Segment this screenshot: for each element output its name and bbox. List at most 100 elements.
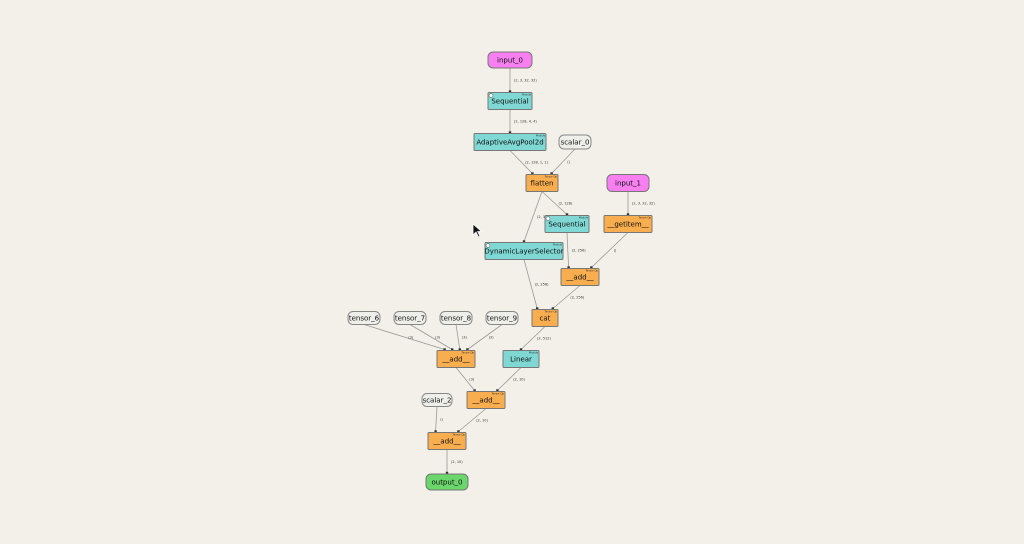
node-output_0[interactable]: output_0	[425, 473, 469, 491]
node-type-tag: Tensor Op	[545, 310, 558, 314]
edge-flatten-seq2: (2, 128)	[541, 191, 573, 216]
edge-getitem-add1: ()	[590, 232, 629, 269]
node-label: __add__	[565, 274, 594, 282]
node-label: scalar_2	[423, 397, 452, 405]
edge-label: (2, 256)	[570, 296, 584, 300]
node-scalar_0[interactable]: scalar_0	[558, 134, 592, 150]
edge-label: (2, 128, 1, 1)	[525, 161, 548, 165]
edge-label: (2, 128, 4, 4)	[514, 120, 537, 124]
node-tensor_8[interactable]: tensor_8	[439, 311, 473, 325]
edge-label: (3)	[489, 336, 495, 340]
edge-label: (3)	[435, 336, 441, 340]
node-type-tag: Tensor Op	[462, 351, 475, 355]
edge-flatten-dls: (2, 128)	[522, 191, 551, 243]
node-type-tag: Module	[553, 243, 563, 247]
edge-label: (2, 128)	[537, 215, 551, 219]
node-input_1[interactable]: input_1	[606, 174, 650, 192]
edge-pool-flatten: (2, 128, 1, 1)	[509, 150, 549, 175]
edge-label: (2, 10)	[513, 378, 525, 382]
edge-label: ()	[440, 418, 443, 422]
node-label: AdaptiveAvgPool2d	[476, 139, 543, 147]
node-label: input_0	[497, 57, 523, 65]
edge-tensor_8-add2: (3)	[455, 324, 467, 351]
node-label: output_0	[431, 479, 462, 487]
node-getitem[interactable]: Tensor Op__getitem__	[603, 215, 653, 233]
node-type-tag: Module	[536, 134, 546, 138]
edge-seq2-add1: (2, 256)	[566, 232, 586, 269]
edge-label: ()	[614, 249, 617, 253]
node-label: __add__	[471, 397, 500, 405]
node-tensor_7[interactable]: tensor_7	[393, 311, 427, 325]
edge-label: (2, 256)	[535, 283, 549, 287]
node-type-tag: Tensor Op	[453, 433, 466, 437]
edge-label: (2, 128)	[559, 202, 573, 206]
edge-cat-linear: (2, 512)	[519, 326, 551, 351]
expand-icon[interactable]	[485, 243, 491, 248]
node-label: input_1	[615, 180, 641, 188]
node-add1[interactable]: Tensor Op__add__	[560, 268, 600, 286]
edge-linear-add3: (2, 10)	[496, 367, 525, 392]
node-label: tensor_9	[487, 315, 517, 323]
mouse-cursor-icon	[472, 223, 483, 238]
node-label: tensor_7	[395, 315, 425, 323]
edge-label: (3)	[408, 336, 414, 340]
edge-label: (3)	[469, 378, 475, 382]
node-input_0[interactable]: input_0	[487, 51, 533, 69]
edge-label: (2, 3, 32, 32)	[514, 78, 537, 82]
node-type-tag: Module	[522, 93, 532, 97]
node-tensor_6[interactable]: tensor_6	[347, 311, 381, 325]
node-label: tensor_8	[441, 315, 471, 323]
node-scalar_2[interactable]: scalar_2	[421, 393, 453, 407]
node-type-tag: Module	[529, 351, 539, 355]
edge-input_1-getitem: (2, 3, 32, 32)	[626, 191, 655, 216]
edge-add2-add3: (3)	[455, 367, 476, 392]
node-add2[interactable]: Tensor Op__add__	[436, 350, 476, 368]
edge-label: (2, 512)	[537, 337, 551, 341]
node-type-tag: Module	[579, 216, 589, 220]
edge-add4-output_0: (2, 10)	[445, 449, 463, 475]
node-label: flatten	[531, 180, 554, 188]
edge-input_0-seq1: (2, 3, 32, 32)	[508, 68, 537, 93]
node-label: scalar_0	[561, 139, 590, 147]
edge-label: ()	[567, 160, 570, 164]
edge-scalar_2-add4: ()	[434, 406, 444, 433]
edge-seq1-pool: (2, 128, 4, 4)	[508, 109, 537, 134]
edge-label: (2, 10)	[476, 419, 488, 423]
edge-label: (2, 3, 32, 32)	[632, 202, 655, 206]
edge-tensor_6-add2: (3)	[363, 324, 446, 351]
edge-add1-cat: (2, 256)	[551, 285, 585, 310]
node-add3[interactable]: Tensor Op__add__	[466, 391, 506, 409]
node-label: __add__	[432, 438, 461, 446]
node-label: __getitem__	[606, 221, 649, 229]
node-label: Sequential	[491, 98, 528, 106]
node-label: __add__	[441, 356, 470, 364]
node-label: Sequential	[548, 221, 585, 229]
node-label: cat	[540, 315, 551, 323]
node-type-tag: Tensor Op	[545, 175, 558, 179]
edge-scalar_0-flatten: ()	[550, 148, 576, 175]
node-add4[interactable]: Tensor Op__add__	[427, 432, 467, 450]
node-type-tag: Tensor Op	[586, 269, 599, 273]
edge-tensor_7-add2: (3)	[409, 324, 454, 351]
expand-icon[interactable]	[488, 93, 494, 98]
node-type-tag: Tensor Op	[639, 216, 652, 220]
node-label: tensor_6	[349, 315, 380, 323]
edge-tensor_9-add2: (3)	[466, 324, 503, 351]
edge-label: (2, 10)	[451, 460, 463, 464]
edge-label: (2, 256)	[572, 249, 586, 253]
edge-dls-cat: (2, 256)	[523, 259, 549, 310]
node-label: Linear	[510, 356, 532, 364]
edge-add3-add4: (2, 10)	[457, 408, 488, 433]
node-tensor_9[interactable]: tensor_9	[485, 311, 519, 325]
expand-icon[interactable]	[545, 216, 551, 221]
node-label: DynamicLayerSelector	[484, 248, 563, 256]
